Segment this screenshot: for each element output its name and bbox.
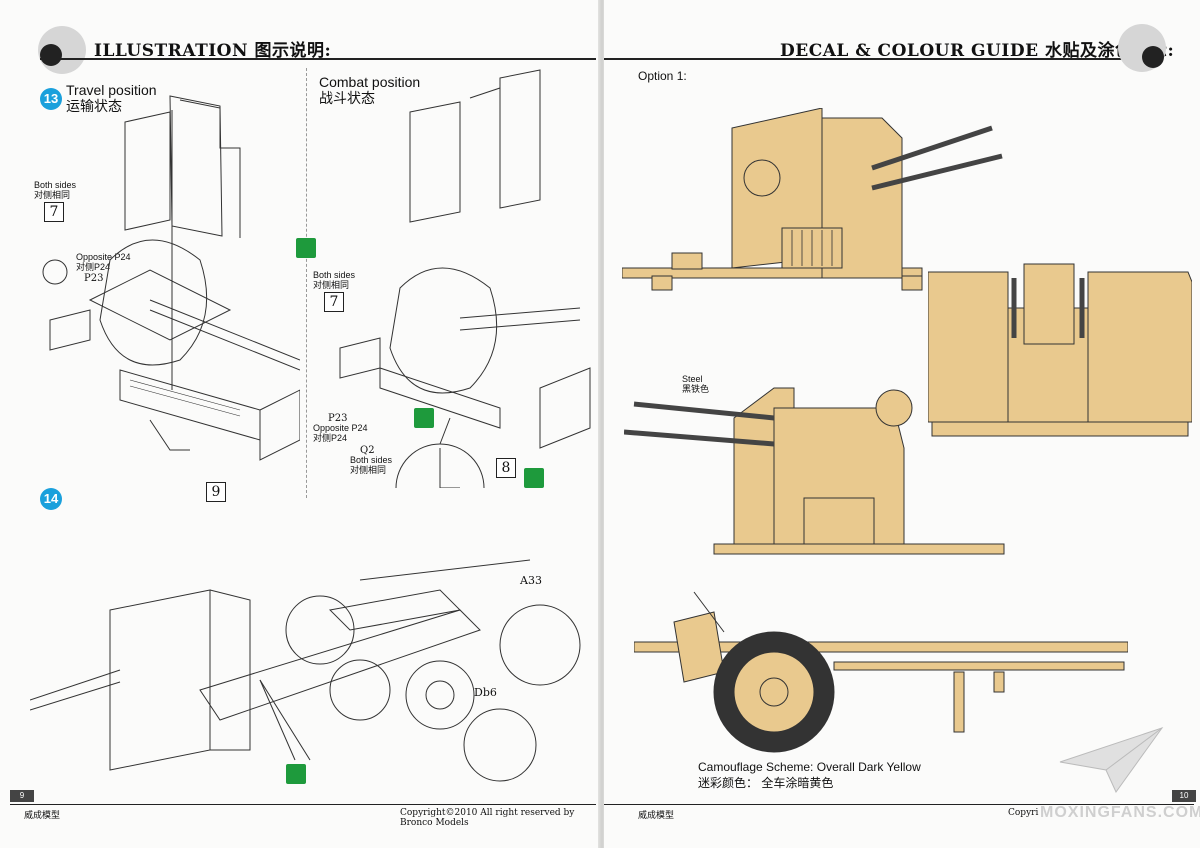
glue-icon xyxy=(414,408,434,428)
glue-icon xyxy=(524,468,544,488)
travel-position-drawing xyxy=(42,95,300,461)
steel-label: Steel xyxy=(682,374,703,384)
footer-rule xyxy=(604,804,1194,805)
glue-icon xyxy=(296,238,316,258)
right-page: DECAL & COLOUR GUIDE 水贴及涂色指示: Option 1: xyxy=(604,0,1200,848)
opposite-p24-label-1-cn: 对侧P24 xyxy=(76,262,111,272)
q2-label: Q2 xyxy=(360,445,375,456)
both-sides-label-3-cn: 对侧相同 xyxy=(350,465,387,475)
both-sides-label-2: Both sides xyxy=(313,270,356,280)
ref-box-7a: 7 xyxy=(44,202,64,222)
footer-brand-right: 威成模型 xyxy=(638,811,675,821)
step-13-badge: 13 xyxy=(40,88,62,110)
header-rule xyxy=(40,58,596,60)
right-page-number: 10 xyxy=(1172,790,1196,802)
combat-position-drawing xyxy=(339,69,591,488)
page-title-decal: DECAL & COLOUR GUIDE 水贴及涂色指示: xyxy=(780,41,1175,61)
footer-copyright-right: Copyri xyxy=(1008,808,1039,818)
ref-box-8: 8 xyxy=(496,458,516,478)
footer-brand-left: 威成模型 xyxy=(24,811,61,821)
side-view-gun xyxy=(622,108,1003,291)
left-page: ILLUSTRATION 图示说明: 13 Travel position 运输… xyxy=(10,26,596,828)
ref-box-7b: 7 xyxy=(324,292,344,312)
header-dot-decoration xyxy=(1142,46,1164,68)
trailer-view xyxy=(634,591,1128,753)
a33-label: A33 xyxy=(520,574,542,587)
ref-box-9: 9 xyxy=(206,482,226,502)
watermark-text: MOXINGFANS.COM xyxy=(1040,804,1200,821)
spine-gutter xyxy=(598,0,606,848)
p23-label-1: P23 xyxy=(84,273,104,284)
header-dot-decoration xyxy=(40,44,62,66)
step-14-drawing xyxy=(30,559,581,782)
page-title-illustration: ILLUSTRATION 图示说明: xyxy=(94,41,332,61)
travel-position-title-cn: 运输状态 xyxy=(66,98,122,114)
opposite-side-view-gun xyxy=(624,387,1005,555)
opposite-p24-label-2: Opposite P24 xyxy=(313,423,368,433)
steel-label-cn: 黑铁色 xyxy=(682,384,710,394)
both-sides-label-2-cn: 对侧相同 xyxy=(313,280,350,290)
left-page-number: 9 xyxy=(10,790,34,802)
opposite-p24-label-1: Opposite P24 xyxy=(76,252,131,262)
both-sides-label-1-cn: 对侧相同 xyxy=(34,190,71,200)
both-sides-label-3: Both sides xyxy=(350,455,393,465)
front-view-gun xyxy=(928,263,1192,437)
p23-label-2: P23 xyxy=(328,413,348,424)
footer-copyright-left: Copyright©2010 All right reserved by Bro… xyxy=(400,808,575,828)
both-sides-label-1: Both sides xyxy=(34,180,77,190)
step-14-badge: 14 xyxy=(40,488,62,510)
opposite-p24-label-2-cn: 对侧P24 xyxy=(313,433,348,443)
combat-position-title: Combat position xyxy=(319,74,421,90)
option-label: Option 1: xyxy=(638,69,687,83)
travel-position-title: Travel position xyxy=(66,82,157,98)
combat-position-title-cn: 战斗状态 xyxy=(319,90,375,106)
footer-rule xyxy=(10,804,596,805)
camouflage-scheme-label-cn: 迷彩颜色： 全车涂暗黄色 xyxy=(698,776,834,790)
db6-label: Db6 xyxy=(474,686,497,699)
paper-plane-logo-icon xyxy=(1059,727,1164,793)
camouflage-scheme-label: Camouflage Scheme: Overall Dark Yellow xyxy=(698,760,921,774)
step-divider xyxy=(306,68,307,498)
glue-icon xyxy=(286,764,306,784)
header-rule xyxy=(604,58,1134,60)
